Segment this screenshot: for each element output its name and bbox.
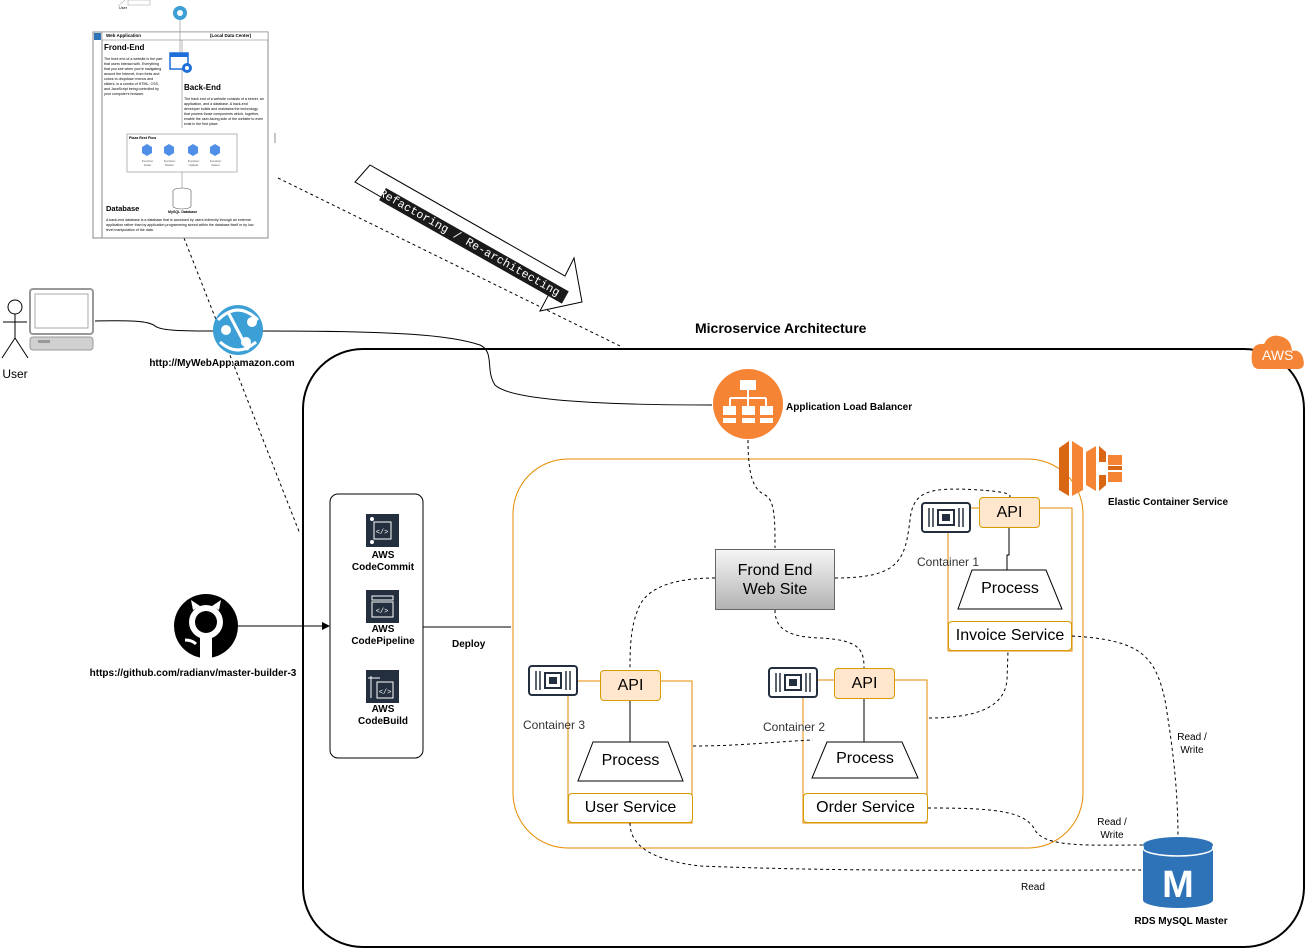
laptop-icon — [29, 288, 94, 351]
container-2-label: Container 2 — [763, 720, 826, 734]
mini-user-label: User — [119, 6, 128, 10]
svg-text:M: M — [1162, 864, 1194, 906]
container-3-icon — [528, 665, 578, 696]
process-shape-c2 — [811, 741, 919, 779]
process-label-c3: Process — [601, 752, 660, 769]
svg-text:</>: </> — [379, 689, 392, 697]
mini-fn2: Function Delete — [163, 159, 176, 167]
rds-label: RDS MySQL Master — [1134, 916, 1228, 927]
read-write-label-1: Read / Write — [1177, 732, 1207, 756]
ecs-icon — [1059, 441, 1122, 496]
aws-cloud-frame — [302, 348, 1305, 948]
process-shape-c3 — [577, 741, 684, 782]
ecs-label: Elastic Container Service — [1108, 497, 1229, 508]
api-box-c1: API — [979, 497, 1040, 528]
codebuild-icon: </> — [366, 670, 399, 703]
mini-frontend-text: The front end of a website is the part t… — [104, 57, 163, 96]
invoice-service-box: Invoice Service — [948, 621, 1072, 651]
process-label-c1: Process — [981, 580, 1039, 597]
user-actor-icon — [1, 299, 29, 359]
rds-mysql-icon: M — [1142, 837, 1214, 908]
read-label: Read — [1021, 882, 1045, 893]
mini-header-right: (Local Data Center) — [210, 33, 252, 38]
mini-frontend-title: Frond-End — [104, 43, 145, 52]
refactoring-arrow — [354, 164, 583, 312]
user-to-alb-line — [94, 320, 713, 406]
container-2-icon — [768, 667, 818, 698]
github-url-label: https://github.com/radianv/master-builde… — [89, 668, 297, 679]
api-box-c2: API — [834, 668, 895, 699]
diagram-title: Microservice Architecture — [695, 320, 867, 336]
api-box-c3: API — [600, 670, 661, 701]
order-service-box: Order Service — [803, 793, 928, 823]
mini-fn3: Function Update — [187, 159, 200, 167]
ecs-cluster-frame — [512, 458, 1084, 849]
mini-database-text: A back-end database is a database that i… — [106, 218, 254, 232]
codecommit-label: AWS CodeCommit — [351, 550, 415, 573]
container-1-icon — [921, 502, 971, 533]
svg-text:</>: </> — [376, 529, 389, 537]
svg-text:</>: </> — [376, 608, 389, 616]
mini-rest-title: Plaza Rest Flow — [129, 136, 157, 140]
mini-backend-title: Back-End — [184, 83, 221, 92]
container-3-label: Container 3 — [523, 718, 586, 732]
frontend-website-box: Frond End Web Site — [715, 549, 835, 610]
mini-backend-text: The back end of a website consists of a … — [184, 97, 264, 126]
user-label: User — [2, 367, 28, 381]
container-1-label: Container 1 — [917, 555, 980, 569]
mini-header-left: Web Application — [106, 33, 142, 38]
mini-database-title: Database — [106, 204, 140, 213]
deploy-label: Deploy — [452, 639, 486, 650]
alb-icon — [713, 369, 783, 439]
aws-badge-text: AWS — [1262, 347, 1294, 363]
web-app-icon — [213, 305, 263, 355]
codebuild-label: AWS CodeBuild — [358, 704, 408, 727]
alb-label: Application Load Balancer — [786, 402, 913, 413]
webapp-url-label: http://MyWebApp.amazon.com — [149, 358, 295, 369]
codepipeline-label: AWS CodePipeline — [351, 624, 415, 647]
user-service-box: User Service — [568, 793, 693, 823]
mini-fn1: Function Insert — [141, 159, 154, 167]
process-shape-c1 — [957, 569, 1063, 610]
mini-db-icon-label: MySQL Database — [168, 210, 198, 214]
codecommit-icon: </> — [366, 514, 399, 547]
aws-cloud-icon — [1251, 335, 1304, 369]
read-write-label-2: Read / Write — [1097, 817, 1127, 841]
github-icon — [174, 594, 238, 658]
mini-diagram — [92, 0, 276, 239]
codepipeline-icon: </> — [366, 590, 399, 623]
mini-fn4: Function Select — [209, 159, 222, 167]
process-label-c2: Process — [836, 750, 894, 767]
